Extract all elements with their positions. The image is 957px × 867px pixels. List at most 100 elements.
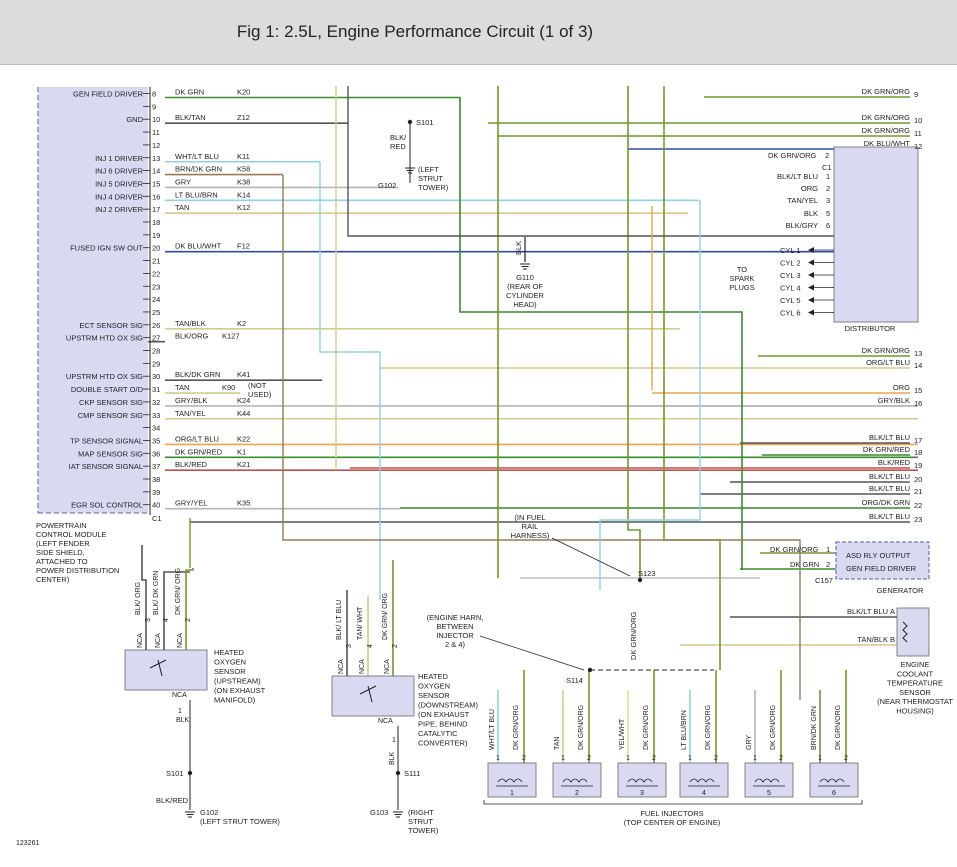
distributor-cyl-label: CYL 5 [780, 296, 801, 305]
pcm-pin-label: UPSTRM HTD OX SIG [66, 372, 143, 381]
pcm-pin-number: 26 [152, 321, 160, 330]
o2-upstream-label: OXYGEN [214, 658, 246, 667]
pcm-pin-number: 23 [152, 282, 160, 291]
pcm-caption: CONTROL MODULE [36, 530, 107, 539]
distributor-pin-wire: BLK/LT BLU [777, 172, 818, 181]
o2-upstream-sensor-icon [149, 659, 167, 677]
distributor-top-wire: DK GRN/ORG [768, 151, 817, 160]
not-used-note: (NOT [248, 381, 267, 390]
g103-ground-icon [393, 811, 403, 818]
ect-sensor-label: ENGINE [901, 660, 930, 669]
o2-upstream-label: HEATED [214, 648, 244, 657]
pcm-pin-number: 14 [152, 167, 160, 176]
pcm-pin-number: 20 [152, 244, 160, 253]
right-ref-wire-label: DK GRN/ORG [862, 113, 911, 122]
o2-downstream-label: CATALYTIC [418, 729, 458, 738]
generator-pin-label: ASD RLY OUTPUT [846, 551, 911, 560]
g103-location: STRUT [408, 817, 433, 826]
pcm-pin-number: 40 [152, 501, 160, 510]
generator-pin-wire: DK GRN/ORG [770, 545, 819, 554]
pcm-pin-label: MAP SENSOR SIG [78, 449, 143, 458]
pcm-pin-number: 30 [152, 372, 160, 381]
g103-location: TOWER) [408, 826, 439, 835]
o2-downstream-nca: NCA [384, 659, 391, 674]
pcm-pin-number: 24 [152, 295, 160, 304]
o2-downstream-wire-label: DK GRN/ ORG [382, 593, 389, 640]
pcm-wire-circuit: K14 [237, 190, 250, 199]
pcm-pin-label: INJ 6 DRIVER [95, 167, 144, 176]
right-ref-wire-label: ORG/LT BLU [866, 358, 910, 367]
o2-upstream-label: (ON EXHAUST [214, 686, 266, 695]
pcm-pin-number: 32 [152, 398, 160, 407]
o2-dn-s111-label: S111 [404, 769, 420, 778]
o2-downstream-label: (DOWNSTREAM) [418, 701, 478, 710]
spark-arrow-icon [808, 297, 814, 303]
pcm-wire-circuit: K20 [237, 88, 250, 97]
pcm-caption: ATTACHED TO [36, 557, 88, 566]
right-ref-wire-label: DK GRN/ORG [862, 87, 911, 96]
o2-downstream-wire-label: BLK/ LT BLU [336, 600, 343, 640]
pcm-pin-label: CMP SENSOR SIG [78, 411, 143, 420]
o2-downstream-nca: NCA [359, 659, 366, 674]
o2-downstream-ground-pin: 1 [392, 737, 396, 744]
injector-pin: 2 [779, 755, 783, 762]
o2-upstream-label: SENSOR [214, 667, 246, 676]
right-ref-wire-label: GRY/BLK [878, 396, 910, 405]
pcm-wire-color: BLK/RED [175, 460, 208, 469]
o2-downstream-label: PIPE, BEHIND [418, 720, 468, 729]
pcm-wire-color: BLK/TAN [175, 113, 206, 122]
right-ref-number: 13 [914, 349, 922, 358]
g102-top-location: (LEFT [418, 165, 439, 174]
pcm-wire-color: BRN/DK GRN [175, 165, 222, 174]
right-ref-wire-label: ORG [893, 383, 910, 392]
ect-pin-wire: TAN/BLK [857, 635, 888, 644]
spark-arrow-icon [808, 272, 814, 278]
g102-bottom-label: G102 [200, 808, 218, 817]
pcm-pin-label: DOUBLE START O/D [71, 385, 144, 394]
injector-pin: 2 [714, 755, 718, 762]
g110-ground-icon [520, 263, 530, 270]
injector-wire1-label: BRN/DK GRN [811, 706, 818, 750]
pcm-wire-color: WHT/LT BLU [175, 152, 219, 161]
distributor-connector-id: C1 [822, 163, 832, 172]
pcm-pin-number: 33 [152, 411, 160, 420]
s123-wire-label: DK GRN/ORG [629, 611, 638, 660]
g102-top-location: TOWER) [418, 183, 449, 192]
pcm-pin-number: 17 [152, 205, 160, 214]
pcm-pin-number: 11 [152, 128, 160, 137]
pcm-pin-number: 36 [152, 449, 160, 458]
g110-location: HEAD) [513, 300, 537, 309]
g102-bottom-location: (LEFT STRUT TOWER) [200, 817, 280, 826]
o2-downstream-nca-bottom: NCA [378, 718, 393, 725]
distributor-pin-number: 5 [826, 209, 830, 218]
ect-sensor-label: (NEAR THERMOSTAT [877, 697, 953, 706]
harness-gen-field [459, 97, 743, 570]
engine-harn-leader [479, 635, 585, 671]
o2-downstream-wire-label: TAN/ WHT [357, 606, 364, 640]
pcm-wire-color: TAN [175, 383, 189, 392]
pcm-wire-circuit: K24 [237, 396, 250, 405]
pcm-pin-number: 9 [152, 102, 156, 111]
harness-brn [282, 175, 801, 700]
pcm-pin-number: 12 [152, 141, 160, 150]
right-ref-number: 19 [914, 461, 922, 470]
injector-wire1-label: LT BLU/BRN [681, 710, 688, 750]
o2-up-wire-4 [163, 571, 190, 650]
injector-wire2-label: DK GRN/ORG [835, 705, 842, 750]
o2-upstream-box [124, 649, 208, 691]
pcm-wire-color: LT BLU/BRN [175, 190, 218, 199]
pcm-connector-id: C1 [152, 514, 162, 523]
pcm-wire-color: DK BLU/WHT [175, 242, 222, 251]
ect-sensor-resistor-icon [902, 621, 908, 643]
right-ref-number: 17 [914, 436, 922, 445]
pcm-pin-number: 16 [152, 192, 160, 201]
pcm-caption: POWERTRAIN [36, 521, 87, 530]
g110-location: CYLINDER [506, 291, 545, 300]
pcm-wire-circuit: K38 [237, 177, 250, 186]
injector-coil-icon [688, 778, 720, 787]
injector-wire2-label: DK GRN/ORG [643, 705, 650, 750]
pcm-pin-number: 8 [152, 90, 156, 99]
pcm-pin-number: 21 [152, 257, 160, 266]
o2-downstream-sensor-icon [359, 685, 377, 703]
